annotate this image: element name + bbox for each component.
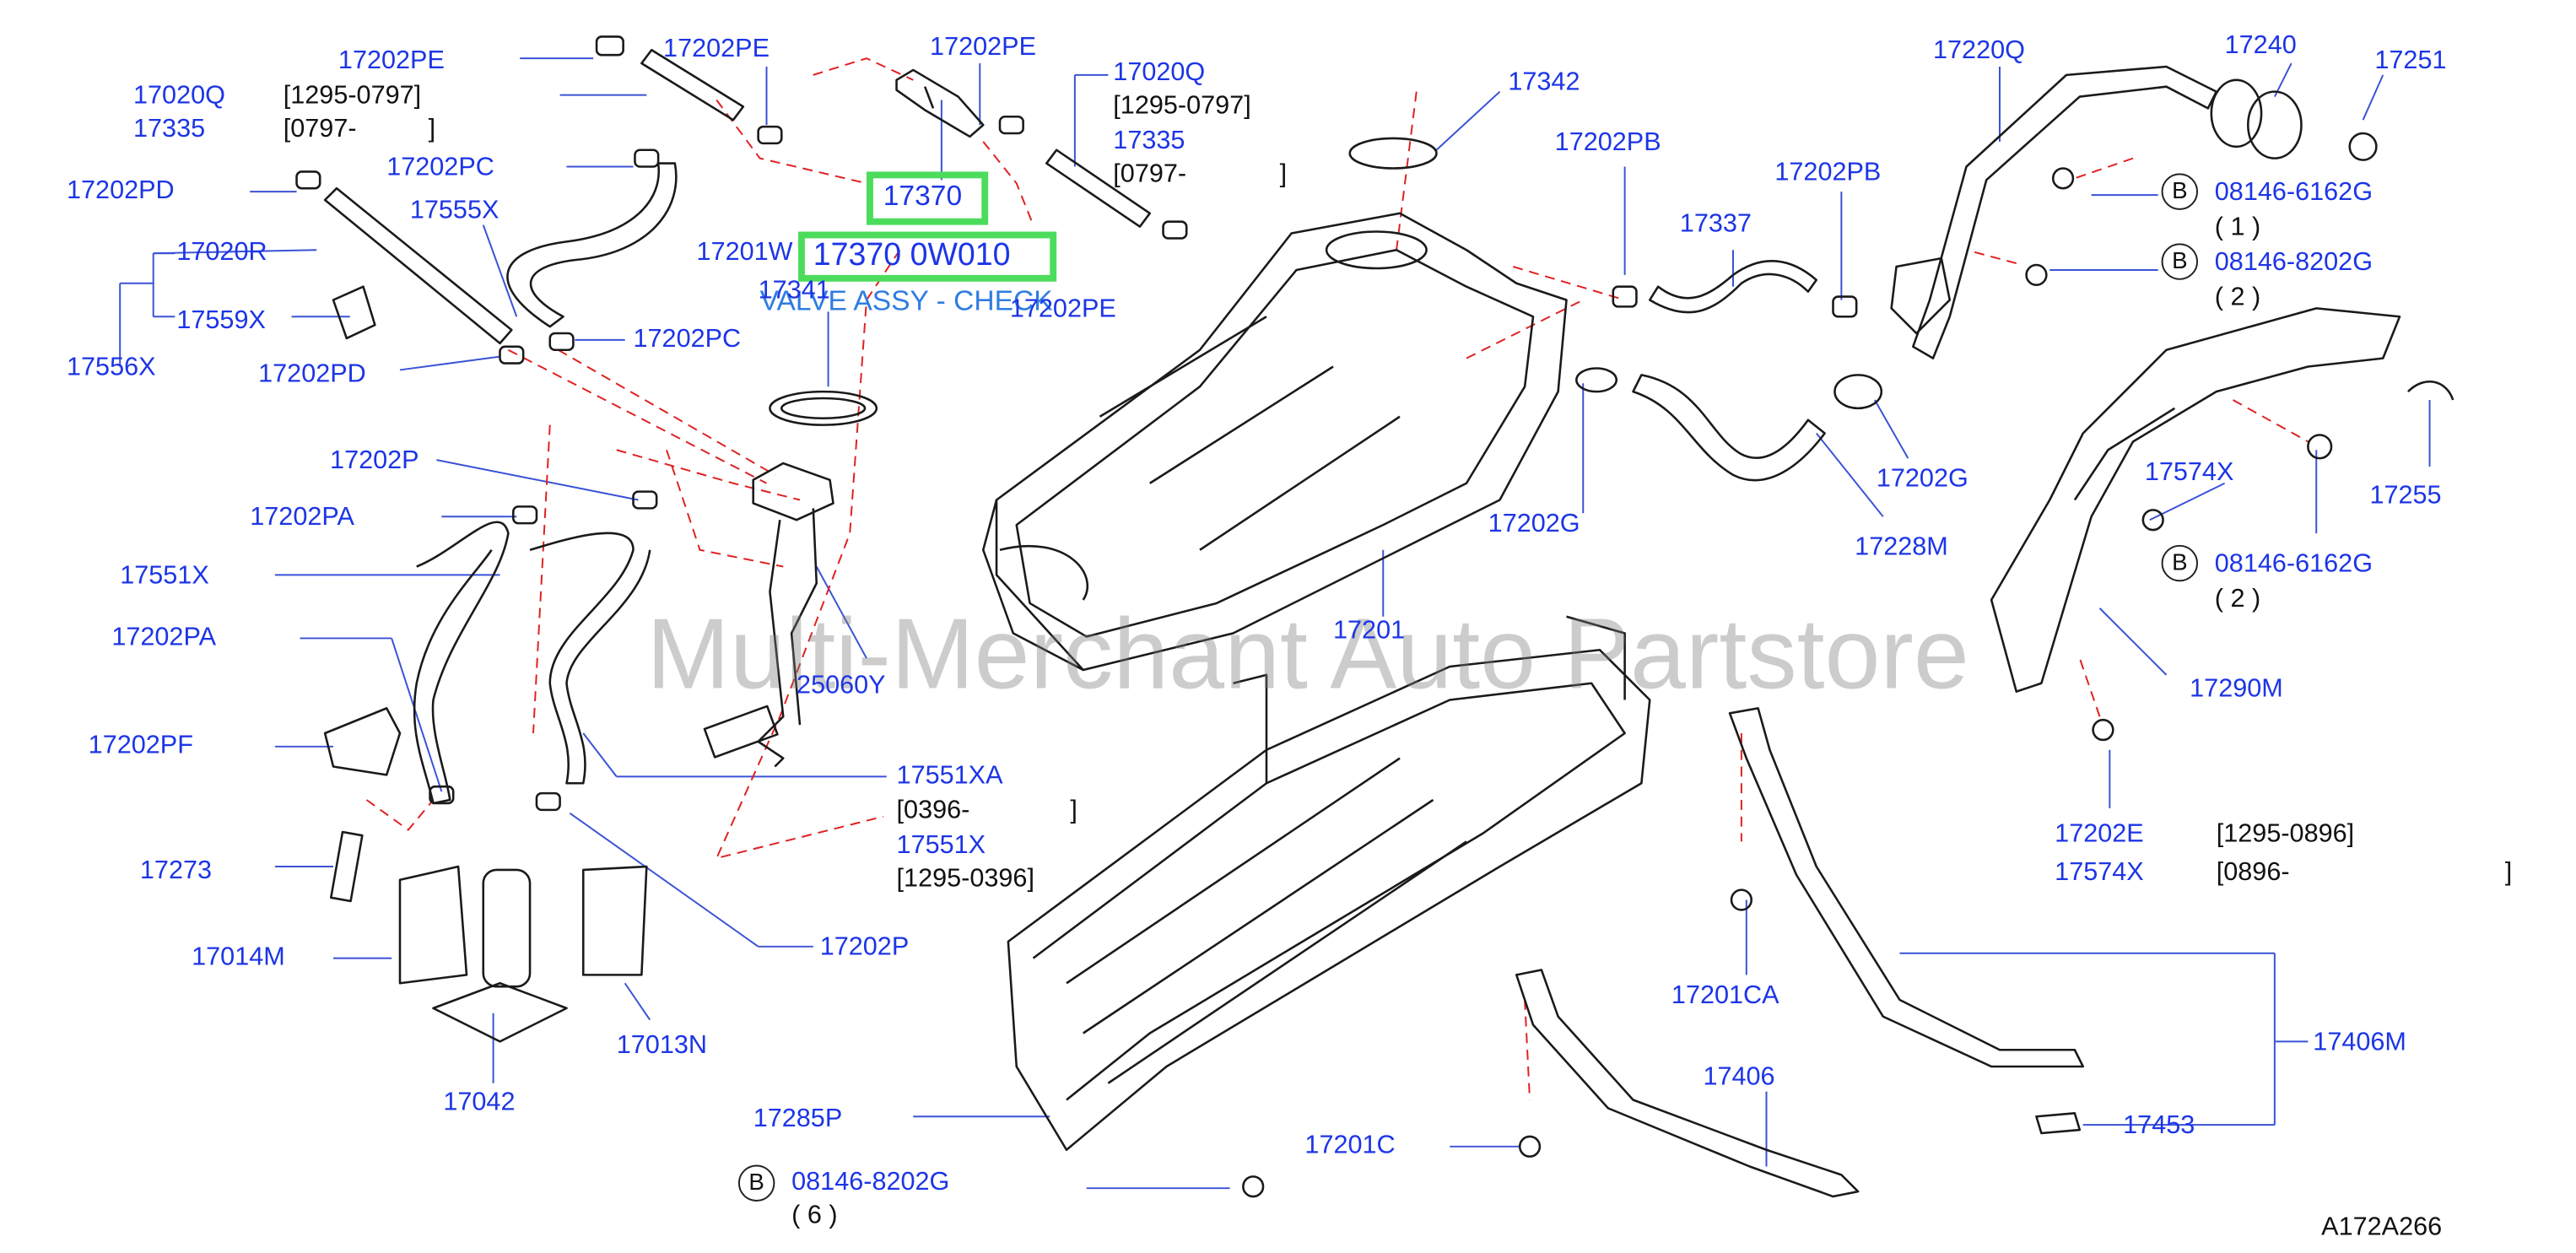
part-label[interactable]: 17453 [2123, 1111, 2195, 1140]
part-label[interactable]: 17202PD [258, 359, 366, 389]
part-label[interactable]: 17406 [1703, 1063, 1775, 1092]
leader-lines [119, 57, 2431, 1190]
highlight-primary-label[interactable]: 17370 [883, 180, 963, 212]
part-label[interactable]: 17202E [2055, 819, 2144, 849]
part-label[interactable]: 17574X [2144, 458, 2234, 487]
part-label[interactable]: 17202P [330, 446, 419, 475]
bolt-part-label[interactable]: 08146-8202G [791, 1168, 950, 1197]
part-label[interactable]: 17556X [67, 353, 156, 382]
quantity: ( 1 ) [2214, 213, 2261, 242]
quantity: ( 2 ) [2214, 585, 2261, 613]
part-label[interactable]: 17220Q [1933, 36, 2025, 66]
bolt-part-label[interactable]: 08146-6162G [2214, 178, 2373, 207]
part-label[interactable]: 17555X [409, 197, 500, 225]
part-label[interactable]: 17251 [2374, 46, 2447, 75]
part-label[interactable]: 17240 [2224, 31, 2297, 61]
date-range: [1295-0797] [283, 81, 422, 111]
part-label[interactable]: 17551X [896, 831, 986, 861]
part-label[interactable]: 17551XA [896, 761, 1003, 791]
part-label[interactable]: 17202G [1876, 465, 1968, 494]
part-label[interactable]: 17202PB [1774, 158, 1882, 187]
part-label[interactable]: 17559X [176, 306, 266, 335]
diagram-code: A172A266 [2321, 1212, 2443, 1242]
part-label[interactable]: 17202PE [663, 35, 770, 64]
highlight-secondary-label[interactable]: 17370 0W010 [813, 238, 1011, 273]
part-label[interactable]: 17342 [1508, 68, 1580, 97]
part-label[interactable]: 17335 [133, 115, 206, 143]
part-label[interactable]: 17202P [819, 933, 910, 962]
part-label[interactable]: 17042 [443, 1088, 516, 1117]
part-shapes [295, 35, 2454, 1198]
part-label[interactable]: 17201C [1304, 1131, 1396, 1160]
part-label[interactable]: 17201CA [1671, 981, 1779, 1010]
part-label[interactable]: 17020Q [133, 81, 225, 111]
date-range: [1295-0396] [896, 865, 1034, 894]
bolt-marker-b: B [2161, 243, 2199, 280]
part-label[interactable]: 17574X [2055, 858, 2144, 887]
part-label[interactable]: 17014M [192, 942, 285, 972]
part-label[interactable]: 17202PA [250, 503, 354, 532]
bolt-part-label[interactable]: 08146-8202G [2214, 248, 2373, 277]
part-label[interactable]: 17202PB [1554, 128, 1661, 157]
date-range: [1295-0797] [1113, 91, 1251, 121]
part-label[interactable]: 17020R [176, 238, 267, 267]
part-label[interactable]: 17202PC [386, 153, 494, 182]
part-label[interactable]: 17290M [2190, 674, 2283, 704]
part-label[interactable]: 17255 [2369, 481, 2442, 510]
highlight-box-secondary[interactable] [798, 231, 1057, 282]
part-label[interactable]: 25060Y [797, 671, 886, 700]
part-label[interactable]: 17273 [139, 856, 213, 885]
valve-tooltip: VALVE ASSY - CHECK [759, 284, 1053, 317]
highlight-box-primary[interactable] [867, 171, 989, 225]
watermark: Multi-Merchant Auto Partstore [646, 598, 1969, 710]
part-label[interactable]: 17285P [753, 1104, 843, 1133]
part-label[interactable]: 17201 [1333, 616, 1406, 645]
date-range: [1295-0896] [2216, 819, 2355, 849]
part-label[interactable]: 17201W [696, 238, 793, 267]
date-range: [0797- ] [1113, 159, 1288, 189]
bolt-marker-b: B [737, 1164, 775, 1202]
bolt-part-label[interactable]: 08146-6162G [2214, 549, 2373, 579]
part-label[interactable]: 17202G [1488, 510, 1580, 538]
part-label[interactable]: 17551X [120, 561, 209, 591]
date-range: [0896- ] [2216, 858, 2513, 887]
quantity: ( 6 ) [791, 1201, 838, 1230]
assembly-lines [365, 57, 2309, 1100]
part-label[interactable]: 17020Q [1113, 58, 1206, 87]
part-label[interactable]: 17341 [758, 276, 830, 305]
part-label[interactable]: 17202PF [88, 732, 193, 760]
part-label[interactable]: 17337 [1679, 209, 1752, 239]
quantity: ( 2 ) [2214, 283, 2261, 312]
part-label[interactable]: 17202PA [111, 623, 217, 652]
part-label[interactable]: 17013N [616, 1031, 707, 1061]
part-label[interactable]: 17228M [1855, 533, 1948, 562]
date-range: [0396- ] [896, 797, 1077, 825]
bolt-marker-b: B [2161, 544, 2199, 582]
part-label[interactable]: 17202PE [1009, 294, 1116, 324]
part-label[interactable]: 17202PE [930, 33, 1037, 62]
bolt-marker-b: B [2161, 173, 2199, 210]
part-label[interactable]: 17335 [1113, 127, 1185, 155]
part-label[interactable]: 17202PE [338, 46, 445, 75]
part-label[interactable]: 17406M [2313, 1028, 2406, 1057]
date-range: [0797- ] [283, 115, 436, 143]
part-label[interactable]: 17202PC [633, 325, 742, 354]
part-label[interactable]: 17202PD [67, 176, 175, 205]
